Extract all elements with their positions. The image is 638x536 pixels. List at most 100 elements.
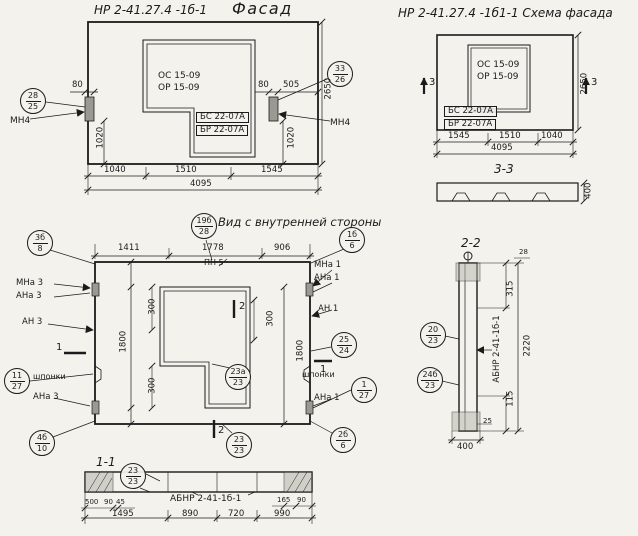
dim-1510: 1510 [499,131,521,141]
balloon-20-23: 20 23 [420,322,446,348]
section-1-1-linework [81,471,316,524]
dim-1495: 1495 [112,509,134,519]
balloon-bottom: 27 [358,390,370,400]
mark-abnr: АБНР 2-41-1б-1 [170,494,242,504]
balloon-top: 11 [9,371,25,382]
dim-4095: 4095 [190,179,212,189]
balloon-bottom: 6 [349,240,355,250]
dim-25: 25 [483,417,492,425]
dim-80-right: 80 [258,80,269,90]
mark-br-22-07a: БР 22-07А [196,125,249,137]
section-2-2-linework [441,251,530,444]
balloon-top: 3б [32,233,48,244]
mark-bs-22-07a: БС 22-07А [444,106,497,118]
dim-2650: 2650 [579,72,590,95]
dim-45: 45 [116,498,125,506]
mark-pn5: ПН 5 [204,258,224,267]
inner-view-title: Вид с внутренней стороны [218,215,382,229]
section-mark-2-top: 2 [239,301,246,312]
balloon-top: 1б [344,230,360,241]
balloon-top: 23 [125,466,141,477]
dim-115: 115 [505,390,516,407]
dim-1040: 1040 [541,131,563,141]
dim-400: 400 [583,182,594,199]
dim-300-b: 300 [147,377,158,394]
dim-1040: 1040 [104,165,126,175]
balloon-bottom: 23 [232,377,244,387]
balloon-top: 23а [229,366,247,378]
mark-os-15-09: ОС 15-09 [158,71,201,81]
label-shponki-right: шпонки [302,370,335,379]
dim-165: 165 [277,496,291,504]
balloon-top: 4б [34,433,50,444]
balloon-3b-8: 3б 8 [27,230,53,256]
dim-1800-right: 1800 [295,339,306,362]
section-mark-3-right: 3 [591,77,598,88]
balloon-bottom: 8 [37,243,43,253]
balloon-2b-6: 2б 6 [330,427,356,453]
label-mna3: МНа 3 [16,278,44,288]
balloon-23-23-plan: 23 23 [226,432,252,458]
scheme-title: НР 2-41.27.4 -1б1-1 Схема фасада [398,6,613,20]
balloon-bottom: 23 [424,380,436,390]
dim-2650: 2650 [323,77,334,100]
dim-300-c: 300 [265,310,276,327]
anchor-label-mn4-left: МН4 [10,116,31,126]
dim-1020-right: 1020 [286,126,297,149]
balloon-top: 25 [336,335,352,346]
balloon-top: 28 [25,91,41,102]
dim-90-right: 90 [297,496,306,504]
balloon-bottom: 23 [427,335,439,345]
facade-linework [29,18,331,195]
section-mark-3-left: 3 [429,77,436,88]
dim-890: 890 [182,509,199,519]
section-mark-1-right: 1 [320,364,327,375]
dim-505: 505 [283,80,300,90]
dim-1411: 1411 [118,243,140,253]
section-3-3-label: 3-3 [494,162,514,176]
label-an3: АН 3 [22,317,43,327]
facade-title-code: НР 2-41.27.4 -1б-1 [94,3,207,17]
label-mna1: МНа 1 [314,260,342,270]
balloon-top: 19б [195,215,213,227]
label-ana1-bottom: АНа 1 [314,393,340,403]
label-ana1: АНа 1 [314,273,340,283]
section-mark-1-left: 1 [56,342,63,353]
balloon-19b-28: 19б 28 [191,213,217,239]
balloon-bottom: 28 [198,226,210,236]
dim-1778: 1778 [202,243,224,253]
balloon-top: 1 [356,380,372,391]
facade-balloon-right: 33 26 [327,61,353,87]
balloon-bottom: 26 [334,74,346,84]
balloon-25-24: 25 24 [331,332,357,358]
anchor-label-mn4-right: МН4 [330,118,351,128]
balloon-bottom: 6 [340,440,346,450]
dim-990: 990 [274,509,291,519]
balloon-top: 23 [231,435,247,446]
label-ana3-bottom: АНа 3 [33,392,59,402]
dim-28: 28 [519,248,528,256]
balloon-23a-23: 23а 23 [225,364,251,390]
balloon-bottom: 27 [11,381,23,391]
balloon-23-23-section: 23 23 [120,463,146,489]
dim-315: 315 [505,280,516,297]
mark-abnr-vertical: АБНР 2-41-1б-1 [492,315,502,383]
balloon-bottom: 23 [233,445,245,455]
label-an1: АН 1 [318,304,339,314]
section-2-2-title: 2-2 [461,236,481,250]
mark-br-22-07a: БР 22-07А [444,119,497,131]
balloon-24b-23: 24б 23 [417,367,443,393]
balloon-bottom: 10 [36,443,48,453]
balloon-bottom: 23 [127,476,139,486]
section-mark-2-bottom: 2 [218,425,225,436]
dim-720: 720 [228,509,245,519]
dim-1510: 1510 [175,165,197,175]
dim-500: 500 [85,498,99,506]
dim-906: 906 [274,243,291,253]
mark-or-15-09: ОР 15-09 [477,72,519,82]
dim-4095: 4095 [491,143,513,153]
label-ana3: АНа 3 [16,291,42,301]
dim-300-a: 300 [147,298,158,315]
